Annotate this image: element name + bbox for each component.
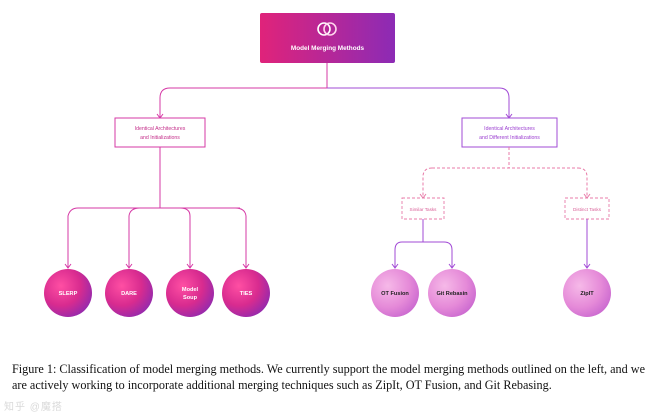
- root-label: Model Merging Methods: [291, 45, 365, 52]
- subcategory-distinct-tasks: Distinct Tasks: [564, 197, 610, 220]
- root-connectors: [156, 63, 513, 119]
- merging-methods-diagram: Model Merging Methods Identical Architec…: [44, 13, 611, 317]
- category-2-line1: Identical Architectures: [484, 126, 535, 132]
- method-ot-fusion: OT Fusion: [371, 269, 419, 317]
- subcategory-2-label: Distinct Tasks: [573, 207, 602, 212]
- method-ties-label: TIES: [240, 291, 253, 297]
- root-node: Model Merging Methods: [260, 13, 395, 63]
- figure-caption: Figure 1: Classification of model mergin…: [12, 362, 645, 392]
- method-slerp-label: SLERP: [59, 291, 78, 297]
- method-model-soup-line1: Model: [182, 287, 199, 293]
- category-2-line2: and Different Initializations: [479, 135, 540, 141]
- method-ot-fusion-label: OT Fusion: [381, 291, 409, 297]
- subcategory-similar-tasks: Similar Tasks: [401, 197, 445, 220]
- method-git-rebasin: Git Rebasin: [428, 269, 476, 317]
- method-ties: TIES: [222, 269, 270, 317]
- method-slerp: SLERP: [44, 269, 92, 317]
- left-branch-connectors: [64, 147, 250, 269]
- method-model-soup: Model Soup: [166, 269, 214, 317]
- category-1-line1: Identical Architectures: [135, 126, 186, 132]
- method-zipit-label: ZipIT: [580, 291, 594, 297]
- watermark: 知乎 @魔搭: [4, 402, 63, 413]
- connector-root-right: [327, 87, 510, 118]
- overlapping-circles-icon: [317, 22, 337, 36]
- method-dare: DARE: [105, 269, 153, 317]
- right-branch-arrowheads: [419, 193, 591, 199]
- method-git-rebasin-label: Git Rebasin: [436, 291, 468, 297]
- category-identical-init: Identical Architectures and Initializati…: [114, 117, 206, 148]
- category-1-line2: and Initializations: [140, 135, 180, 141]
- category-different-init: Identical Architectures and Different In…: [461, 117, 558, 148]
- right-branch-connectors: [422, 147, 588, 198]
- method-dare-label: DARE: [121, 291, 137, 297]
- subcategory-1-label: Similar Tasks: [410, 207, 438, 212]
- method-model-soup-line2: Soup: [183, 295, 198, 301]
- subcategory-connectors: [391, 219, 591, 269]
- connector-root-left: [159, 63, 328, 118]
- method-zipit: ZipIT: [563, 269, 611, 317]
